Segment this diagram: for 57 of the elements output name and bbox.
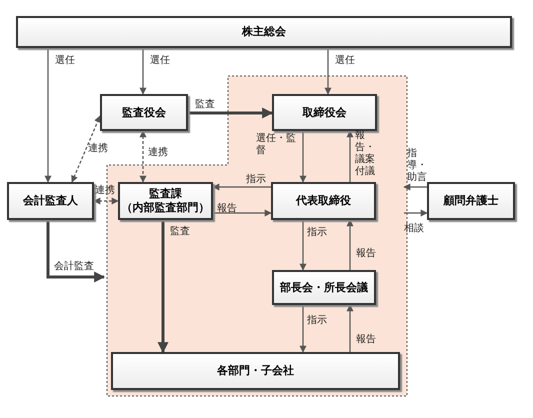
box-label: 部長会・所長会議 [280, 280, 368, 294]
box-label: 監査役会 [122, 106, 166, 120]
edge-label: 監査 [170, 226, 191, 238]
edge-label: 報告 [217, 203, 238, 215]
box-label: 各部門・子会社 [217, 364, 294, 378]
arrow [93, 198, 119, 204]
org-box [111, 352, 400, 390]
box-label: 顧問弁護士 [444, 194, 498, 208]
org-box [271, 182, 376, 220]
arrow [46, 220, 106, 282]
box-label: 株主総会 [242, 25, 286, 39]
arrow [140, 48, 146, 95]
arrow [71, 115, 101, 183]
edge-label: 報告 [356, 334, 377, 346]
arrow [213, 210, 272, 216]
org-box [272, 94, 377, 131]
edge-label: 報告 [356, 248, 377, 260]
org-box [427, 182, 515, 220]
edge-label: 指導・助言 [407, 148, 428, 184]
edge-label: 選任 [55, 55, 76, 67]
box-label: （内部監査部門） [122, 201, 210, 215]
org-box [118, 182, 213, 220]
edge-label: 連携 [148, 147, 169, 159]
edge-label: 指示 [246, 174, 267, 186]
org-box [16, 16, 512, 48]
arrow [300, 305, 306, 353]
org-box [7, 182, 94, 220]
edge-label: 指示 [307, 315, 328, 327]
arrow [212, 184, 271, 190]
arrow [300, 220, 306, 271]
arrow [403, 184, 427, 190]
arrow [158, 220, 168, 354]
arrow [346, 304, 354, 352]
edge-label: 選任 [150, 55, 171, 67]
box-label: 取締役会 [302, 106, 346, 120]
edge-label: 相談 [404, 223, 425, 235]
edge-label: 連携 [95, 185, 116, 197]
arrow [346, 219, 354, 270]
box-label: 代表取締役 [296, 194, 351, 208]
org-box [100, 94, 188, 131]
edge-label: 選任 [335, 55, 356, 67]
arrow [300, 131, 306, 183]
arrow [346, 130, 354, 182]
edge-label: 指示 [307, 227, 328, 239]
arrow [324, 48, 332, 95]
arrow [404, 210, 428, 216]
edge-label: 選任・監督 [256, 133, 297, 157]
org-box [272, 270, 376, 305]
box-label: 監査課 [149, 187, 182, 201]
edge-label: 監査 [195, 99, 216, 111]
arrow [44, 48, 52, 183]
edge-label: 連携 [88, 143, 109, 155]
arrow [140, 130, 146, 183]
edge-label: 報告・議案付議 [355, 130, 376, 178]
edge-label: 会計監査 [54, 261, 95, 273]
arrow [188, 108, 274, 118]
box-label: 会計監査人 [23, 194, 78, 208]
